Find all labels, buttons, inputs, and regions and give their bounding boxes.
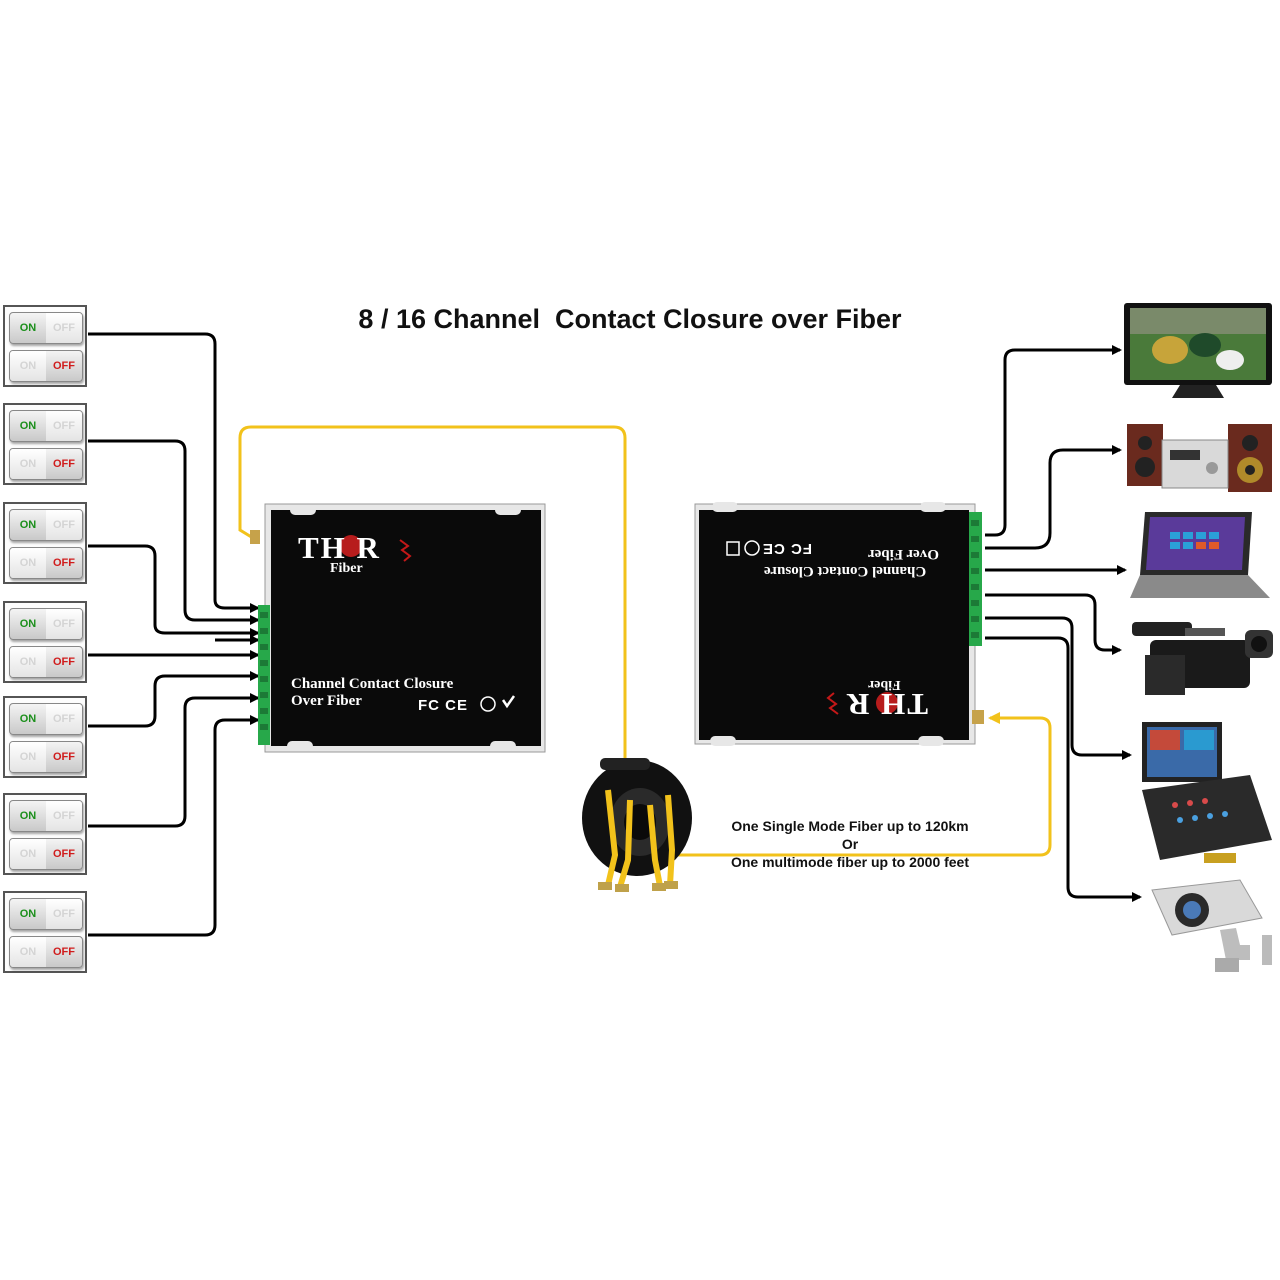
check-mark-icon [501,695,516,709]
camcorder-icon [1132,622,1273,695]
transmitter-brand-sub: Fiber [330,561,363,576]
fiber-reel-icon [582,758,692,892]
input-wire-3 [88,544,260,638]
input-wires [88,332,260,937]
fiber-tx-out [238,425,627,765]
output-wire-switcher [985,616,1132,760]
output-wire-stereo [985,445,1122,550]
transmitter-unit [250,503,546,753]
receiver-compliance-marks: FC CE [762,540,812,557]
fiber-note-line3: One multimode fiber up to 2000 feet [730,854,970,870]
fiber-note-line1: One Single Mode Fiber up to 120km [731,818,969,834]
receiver-product-line1: Channel Contact Closure [764,563,927,579]
input-wire-1 [88,332,260,613]
transmitter-product-line1: Channel Contact Closure [291,676,454,692]
fiber-distance-note: One Single Mode Fiber up to 120km Or One… [700,817,1000,871]
receiver-unit [694,502,984,746]
laptop-icon [1130,512,1270,598]
output-wire-tv [985,345,1122,537]
tv-icon [1124,303,1272,398]
transmitter-compliance-marks: FC CE [418,697,468,714]
fiber-rx-in [675,712,1052,857]
input-wire-7 [88,715,260,937]
page-title: 8 / 16 Channel Contact Closure over Fibe… [358,304,902,334]
rohs-mark-icon [744,540,760,556]
input-wire-5 [88,671,260,728]
video-switcher-icon [1142,722,1272,863]
output-wire-cctv [985,636,1142,902]
fiber-note-line2: Or [841,836,859,852]
lightning-icon [399,539,412,562]
input-wire-2 [88,439,260,625]
output-wire-camcorder [985,593,1122,655]
cctv-camera-icon [1151,879,1272,972]
lightning-icon [826,692,839,715]
transmitter-brand: TH R [298,530,381,565]
fiber-cable [238,425,1052,857]
transmitter-product-line2: Over Fiber [291,693,362,709]
output-wires [985,345,1142,902]
receiver-brand-sub: Fiber [868,677,901,692]
stereo-icon [1127,424,1272,492]
thor-logo-globe-icon [340,535,362,557]
input-wire-6 [88,693,260,828]
weee-mark-icon [480,696,496,712]
receiver-product-line2: Over Fiber [868,546,939,562]
weee-mark-icon [726,541,740,556]
thor-logo-globe-icon [876,692,898,714]
